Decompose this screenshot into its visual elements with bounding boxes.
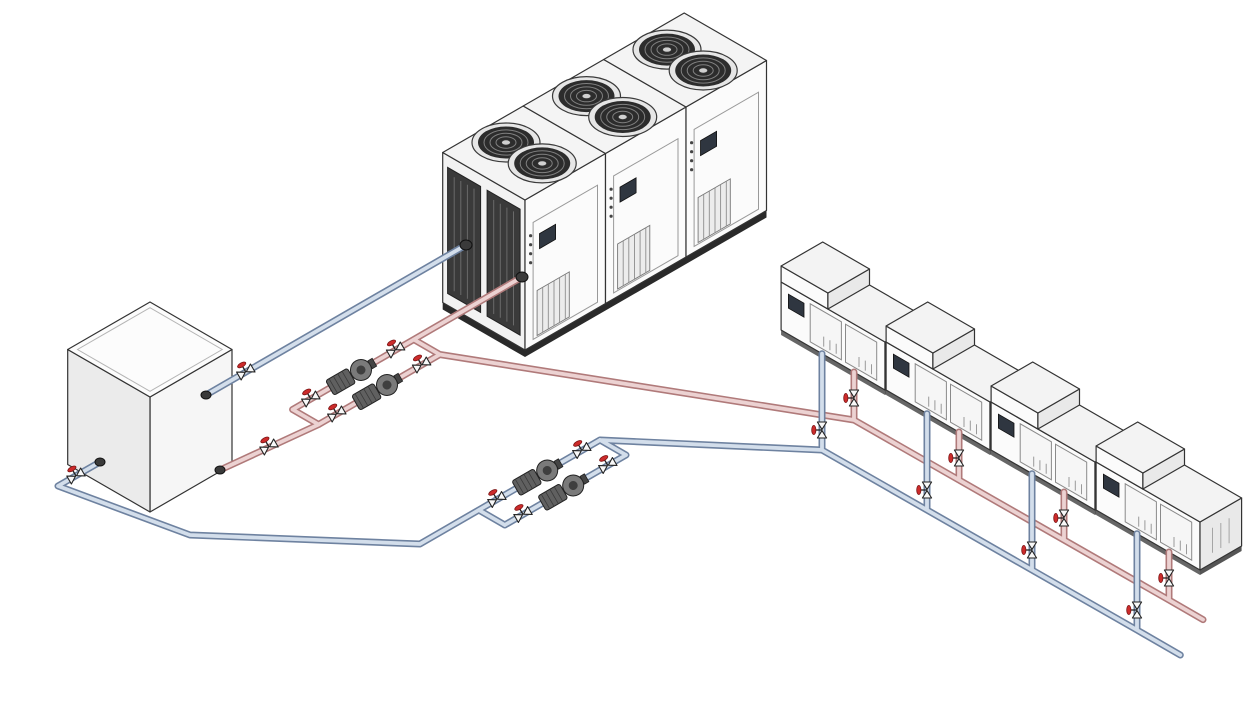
chiller-bank bbox=[442, 12, 768, 357]
chiller-grille-face bbox=[442, 151, 526, 351]
fan-icon bbox=[668, 50, 738, 91]
chiller-module-2-panel bbox=[604, 106, 687, 305]
chiller-base-right bbox=[525, 210, 767, 357]
chiller-supply-port bbox=[515, 271, 529, 283]
tank-rim bbox=[76, 307, 224, 392]
chiller-module-1-panel bbox=[524, 152, 607, 351]
chiller-return-port bbox=[459, 239, 473, 251]
fan-icon bbox=[588, 96, 658, 138]
tank-port bbox=[214, 465, 226, 475]
tank-port bbox=[200, 390, 212, 400]
chiller-module-3-panel bbox=[685, 59, 768, 258]
pipe-ports bbox=[94, 239, 529, 475]
tank-port bbox=[94, 457, 106, 467]
chiller-base-left bbox=[442, 302, 525, 357]
fan-icon bbox=[507, 143, 577, 184]
